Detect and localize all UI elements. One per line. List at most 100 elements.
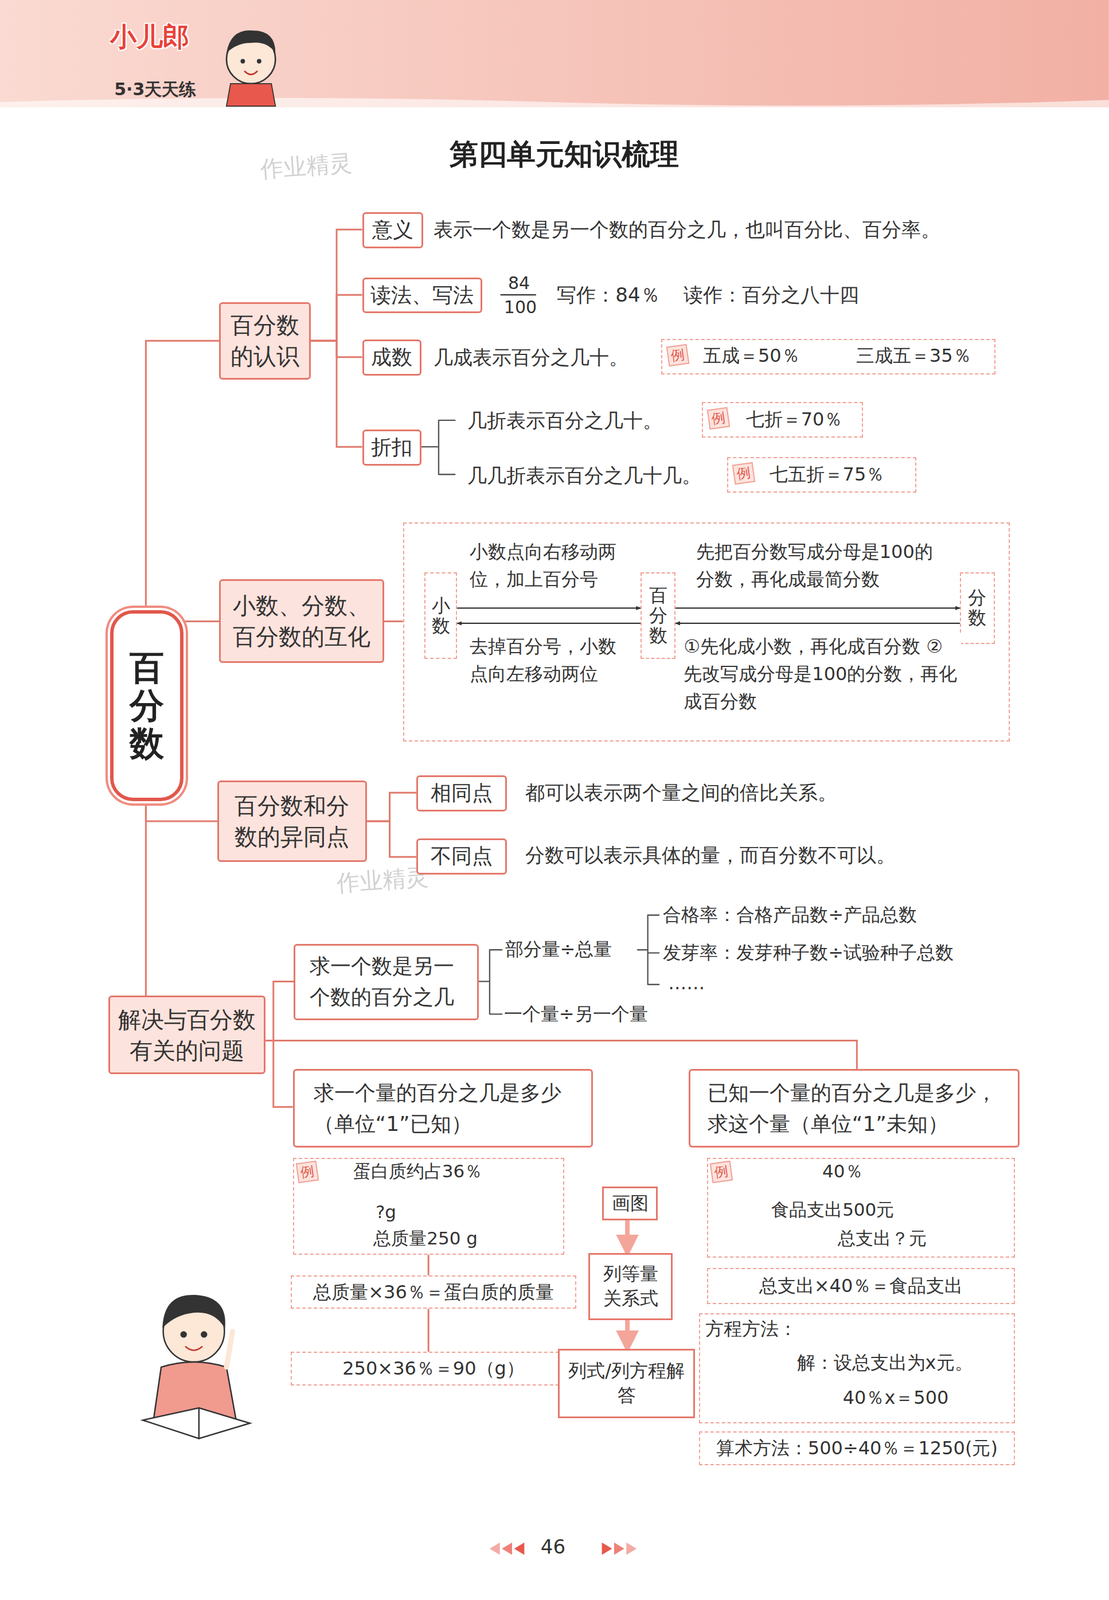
node-text: 食品支出500元 — [771, 1199, 894, 1220]
tree-line — [310, 340, 363, 447]
term-box: 小数 — [424, 572, 458, 659]
edge-label: 小数点向右移动两位，加上百分号 — [467, 537, 624, 593]
edge-label: 去掉百分号，小数点向左移动两位 — [467, 632, 624, 688]
note-text: 84 — [508, 273, 530, 293]
step-arrow — [625, 1220, 630, 1253]
node-text: 五成＝50％ — [703, 345, 800, 366]
conversion-arrow — [457, 622, 641, 624]
note-text: 部分量÷总量 — [505, 939, 613, 960]
example-box: 例 40％ 食品支出500元总支出？元 — [707, 1157, 1015, 1258]
node-text: 40％ — [822, 1161, 863, 1181]
note-text: 表示一个数是另一个数的百分之几，也叫百分比、百分率。 — [433, 219, 941, 241]
note-text: 写作：84％ — [556, 284, 660, 306]
tree-line — [145, 801, 147, 997]
tree-line — [384, 620, 404, 623]
node-text: 小数 — [431, 595, 451, 636]
node-text: 读法、写法 — [370, 281, 474, 310]
tree-line — [265, 981, 294, 1041]
node-text: 百分数和分数的异同点 — [224, 790, 360, 853]
example-tag: 例 — [295, 1160, 320, 1184]
node-text: 折扣 — [371, 433, 413, 462]
example-box: 例五成＝50％ 三成五＝35％ — [661, 338, 997, 375]
topic-box: 相同点 — [416, 775, 507, 812]
term-box: 百分数 — [640, 572, 675, 659]
node-text: 百分数的认识 — [226, 309, 303, 372]
node-text: 列等量关系式 — [598, 1261, 663, 1311]
topic-box: 意义 — [362, 212, 424, 249]
edge-label: ①先化成小数，再化成百分数 ②先改写成分母是100的分数，再化成百分数 — [681, 632, 962, 716]
example-tag: 例 — [709, 1160, 734, 1184]
node-text: 总质量×36％＝蛋白质的质量 — [313, 1279, 554, 1305]
node-text: 三成五＝35％ — [856, 345, 972, 366]
example-tag: 例 — [665, 343, 690, 367]
example-tag: 例 — [707, 406, 731, 430]
node-text: 蛋白质约占36％ — [353, 1161, 483, 1181]
formula-box: 总支出×40％＝食品支出 — [707, 1267, 1015, 1304]
node-text: ?g — [375, 1201, 397, 1222]
tree-line — [310, 229, 363, 341]
node-text: 成数 — [371, 343, 413, 372]
node-text: 250×36％＝90（g） — [342, 1356, 525, 1381]
note-text: 都可以表示两个量之间的倍比关系。 — [525, 782, 838, 804]
node-text: 百分数 — [649, 585, 668, 647]
watermark: 作业精灵 — [259, 149, 353, 182]
formula-box: 总质量×36％＝蛋白质的质量 — [290, 1275, 577, 1310]
bracket — [637, 915, 659, 985]
tree-line — [145, 801, 218, 822]
node-text: 不同点 — [430, 842, 493, 871]
node-text: 已知一个量的百分之几是多少，求这个量（单位“1”未知） — [707, 1077, 1001, 1140]
category-box: 百分数和分数的异同点 — [217, 780, 367, 862]
category-box: 百分数的认识 — [219, 302, 311, 380]
boy-icon — [226, 30, 276, 107]
note-text: 合格率：合格产品数÷产品总数 — [662, 904, 917, 925]
node-text: 方程方法： — [705, 1318, 798, 1339]
node-text: 40％x＝500 — [842, 1387, 950, 1408]
fraction-bar — [500, 294, 536, 296]
question-box: 求一个数是另一个数的百分之几 — [293, 943, 479, 1021]
header-band — [0, 0, 1109, 108]
tree-line — [145, 340, 220, 611]
note-text: …… — [668, 973, 705, 994]
bracket — [421, 420, 456, 475]
topic-box: 成数 — [362, 339, 422, 376]
example-box: 例七折＝70％ — [701, 401, 864, 438]
tree-line — [310, 294, 363, 341]
note-text: 几成表示百分之几十。 — [433, 346, 629, 369]
conversion-arrow — [675, 607, 960, 609]
note-text: 几折表示百分之几十。 — [467, 409, 663, 432]
example-box: 方程方法： 解：设总支出为x元。 40％x＝500 — [699, 1313, 1015, 1424]
node-text: 七五折＝75％ — [769, 464, 885, 485]
topic-box: 折扣 — [362, 429, 422, 466]
example-box: 例 蛋白质约占36％ ?g 总质量250 g — [293, 1157, 565, 1255]
step-box: 列等量关系式 — [588, 1252, 673, 1321]
tree-line — [265, 1040, 293, 1108]
tree-line — [366, 792, 417, 822]
note-text: 46 — [540, 1536, 566, 1558]
node-text: 总支出？元 — [837, 1228, 927, 1248]
node-text: 求一个数是另一个数的百分之几 — [309, 950, 463, 1013]
category-box: 解决与百分数有关的问题 — [108, 995, 267, 1075]
topic-box: 读法、写法 — [362, 277, 483, 314]
node-text: 小数、分数、百分数的互化 — [226, 590, 377, 652]
note-text: 读作：百分之八十四 — [683, 284, 859, 306]
step-box: 画图 — [602, 1186, 659, 1221]
node-text: 解：设总支出为x元。 — [797, 1352, 974, 1373]
tree-line — [427, 1308, 430, 1352]
note-text: 100 — [504, 297, 537, 317]
note-text: 一个量÷另一个量 — [504, 1004, 648, 1025]
tree-line — [366, 821, 417, 857]
node-text: 画图 — [611, 1190, 649, 1216]
tree-line — [427, 1254, 430, 1276]
node-text: 总质量250 g — [373, 1228, 478, 1248]
logo-text: 5·3天天练 — [114, 79, 197, 99]
logo-text: 小儿郎 — [110, 22, 190, 52]
watermark: 作业精灵 — [336, 864, 430, 896]
node-text: 七折＝70％ — [746, 409, 843, 430]
example-box: 例七五折＝75％ — [727, 457, 916, 493]
formula-box: 250×36％＝90（g） — [290, 1351, 577, 1386]
formula-box: 算术方法：500÷40％＝1250(元) — [699, 1431, 1015, 1466]
tree-line — [265, 1040, 857, 1070]
node-text: 百分数 — [129, 648, 164, 763]
edge-label: 先把百分数写成分母是100的分数，再化成最简分数 — [693, 537, 951, 593]
